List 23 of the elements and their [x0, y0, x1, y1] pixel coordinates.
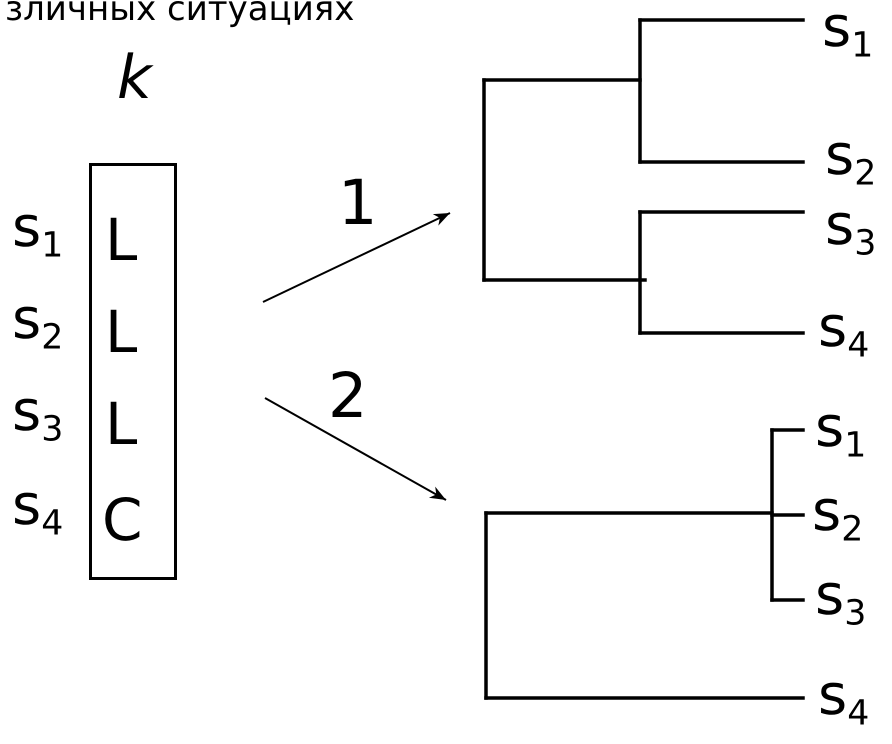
leaf-label: s$_{1}$ — [12, 200, 64, 256]
caption-text: зличных ситуациях — [5, 0, 354, 26]
leaf-label: s$_{4}$ — [12, 478, 64, 534]
leaf-label: s$_{4}$ — [818, 668, 870, 724]
state-letter: L — [105, 211, 138, 269]
arrow — [262, 212, 450, 303]
edge-label: 1 — [338, 172, 378, 234]
state-column-box — [89, 163, 177, 580]
leaf-label: s$_{1}$ — [822, 0, 874, 56]
leaf-label: s$_{2}$ — [825, 128, 876, 184]
leaf-label: s$_{2}$ — [12, 292, 64, 348]
variable-symbol: k — [117, 48, 152, 108]
state-letter: C — [102, 491, 142, 549]
state-letter: L — [105, 303, 138, 361]
leaf-label: s$_{1}$ — [815, 400, 866, 456]
leaf-label: s$_{3}$ — [815, 568, 866, 624]
leaf-label: s$_{3}$ — [12, 384, 64, 440]
leaf-label: s$_{2}$ — [812, 484, 864, 540]
edge-label: 2 — [328, 365, 368, 427]
leaf-label: s$_{3}$ — [825, 198, 876, 254]
arrow — [264, 397, 446, 501]
leaf-label: s$_{4}$ — [818, 300, 870, 356]
state-letter: L — [105, 395, 138, 453]
